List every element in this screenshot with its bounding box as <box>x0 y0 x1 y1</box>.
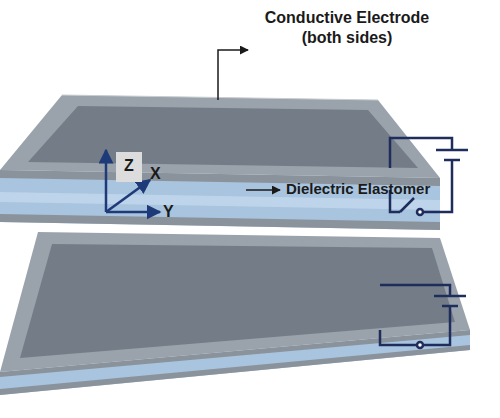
circuit-closed <box>380 285 466 348</box>
axis-label: Z <box>116 156 142 176</box>
leader-line <box>218 50 248 100</box>
axis-label: Y <box>163 202 183 222</box>
actuator-on <box>0 232 470 395</box>
dielectric-label: Dielectric Elastomer <box>286 180 486 199</box>
axis-label-ground <box>116 152 142 182</box>
leader-line <box>246 189 280 191</box>
circuit-open <box>390 138 468 215</box>
actuator-off <box>0 95 440 230</box>
axis-label: X <box>150 164 170 184</box>
electrode-label: Conductive Electrode (both sides) <box>252 8 442 48</box>
